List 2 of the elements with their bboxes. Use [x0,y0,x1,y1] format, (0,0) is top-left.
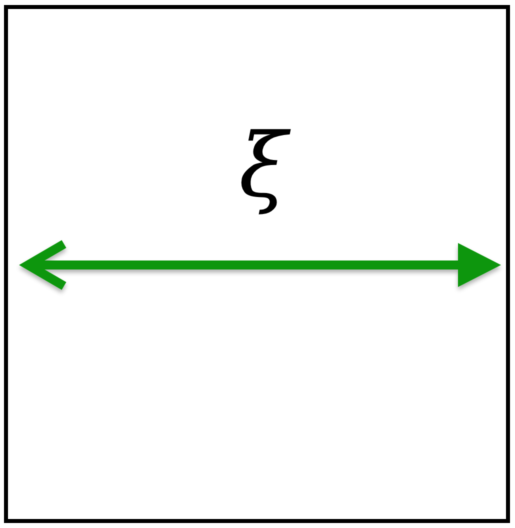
symbol-label: ξ [208,111,318,221]
frame-box [4,5,510,523]
